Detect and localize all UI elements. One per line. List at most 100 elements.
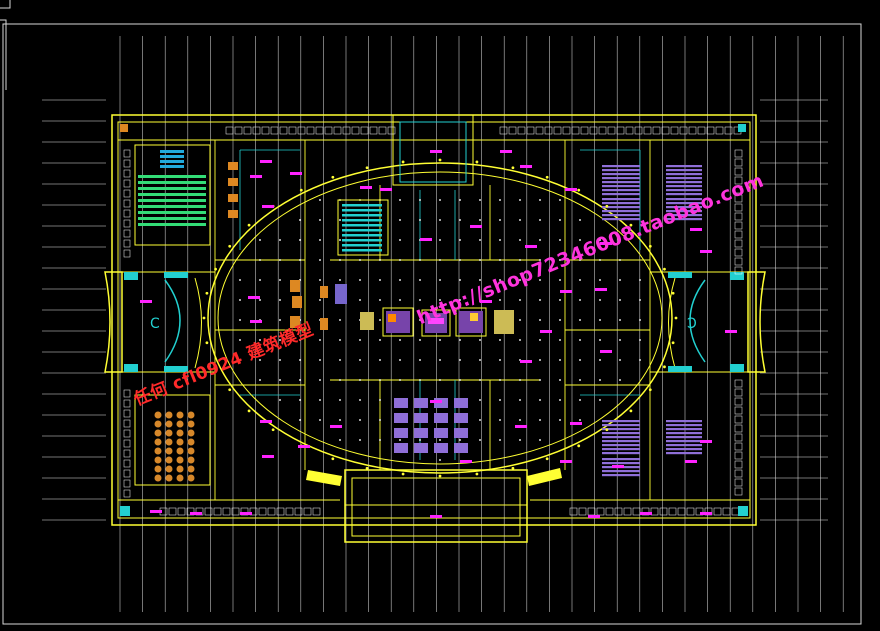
column-dot [279, 339, 281, 341]
room-label-mark [685, 460, 697, 463]
oval-column [648, 388, 652, 392]
column-dot [539, 219, 541, 221]
column-dot [419, 439, 421, 441]
room-label-mark [240, 512, 252, 515]
column-dot [579, 419, 581, 421]
seat-row [342, 209, 382, 212]
column-dot [419, 259, 421, 261]
small-room [553, 126, 562, 135]
column-dot [319, 399, 321, 401]
small-room [123, 149, 131, 158]
room-label-mark [690, 228, 702, 231]
small-room [734, 176, 743, 185]
seat-row [138, 217, 206, 220]
small-room [297, 126, 306, 135]
stair-cyan [164, 366, 188, 372]
small-room [306, 126, 315, 135]
small-room [734, 442, 743, 451]
column-dot [499, 359, 501, 361]
room-label-mark [500, 150, 512, 153]
column-dot [399, 359, 401, 361]
column-dot [279, 379, 281, 381]
small-room [625, 126, 634, 135]
small-room [697, 126, 706, 135]
column-dot [539, 199, 541, 201]
room-label-mark [298, 445, 310, 448]
small-room [652, 126, 661, 135]
column-dot [539, 299, 541, 301]
oval-column [648, 244, 652, 248]
room-label-mark [600, 242, 612, 245]
oval-column [511, 466, 515, 470]
small-room [123, 189, 131, 198]
purple-seating-blocks [394, 165, 702, 477]
small-room [499, 126, 508, 135]
small-room [234, 126, 243, 135]
column-dot [619, 359, 621, 361]
column-dot [539, 439, 541, 441]
seat [165, 447, 173, 455]
small-room [734, 388, 743, 397]
column-dot [539, 359, 541, 361]
column-dot [359, 339, 361, 341]
room-label-mark [570, 422, 582, 425]
column-dot [459, 259, 461, 261]
seat-row [138, 187, 206, 190]
top-entrance-block [392, 114, 474, 186]
oval-column [545, 457, 549, 461]
seat-row [602, 440, 640, 443]
small-room [722, 507, 731, 516]
column-dot [559, 299, 561, 301]
column-dot [419, 199, 421, 201]
column-dot [279, 299, 281, 301]
column-dot [299, 399, 301, 401]
small-room [333, 126, 342, 135]
room-label-mark [725, 330, 737, 333]
room-label-mark [430, 515, 442, 518]
seat [165, 411, 173, 419]
column-dot [399, 299, 401, 301]
small-room [123, 459, 131, 468]
oval-column [577, 188, 581, 192]
column-dot [499, 259, 501, 261]
small-room [659, 507, 668, 516]
west-wing-curve [104, 271, 123, 373]
column-dot [399, 219, 401, 221]
seat-row [342, 239, 382, 242]
small-room [614, 507, 623, 516]
column-dot [499, 339, 501, 341]
room-label-mark [612, 465, 624, 468]
column-dot [639, 279, 641, 281]
oval-column [663, 267, 666, 271]
oval-hall-inner [217, 171, 663, 465]
oval-column [271, 428, 275, 432]
small-room [734, 451, 743, 460]
small-room [734, 167, 743, 176]
oval-column [438, 474, 442, 478]
corner-stair [120, 506, 130, 516]
column-dot [639, 319, 641, 321]
column-dot [279, 239, 281, 241]
small-room [706, 126, 715, 135]
column-dot [459, 339, 461, 341]
corner-mark [120, 124, 128, 132]
top-entrance-core [399, 121, 467, 183]
seat [165, 465, 173, 473]
column-dot [479, 199, 481, 201]
column-dot [259, 359, 261, 361]
small-room [123, 439, 131, 448]
stair-cyan [668, 366, 692, 372]
oval-column [365, 166, 369, 170]
column-dot [259, 239, 261, 241]
east-entry-symbol: Ↄ [687, 316, 697, 332]
seat [154, 474, 162, 482]
column-dot [299, 359, 301, 361]
seat-row [666, 206, 702, 209]
small-room [123, 409, 131, 418]
small-room [596, 507, 605, 516]
column-dot [379, 399, 381, 401]
room-label-mark [262, 455, 274, 458]
seat-row [602, 210, 640, 213]
corner-mark [738, 124, 746, 132]
